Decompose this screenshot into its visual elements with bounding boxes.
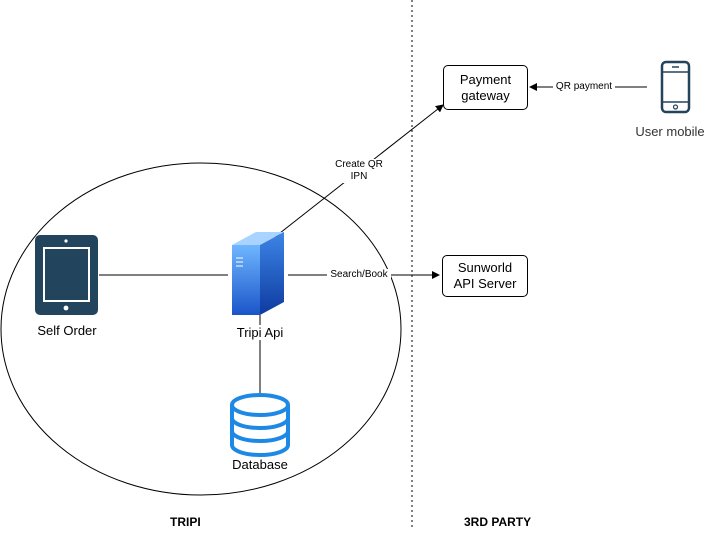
payment-gateway-label: Payment gateway — [459, 71, 512, 103]
sunworld-api-box[interactable]: Sunworld API Server — [442, 255, 528, 297]
tripi-boundary — [0, 162, 402, 496]
search-book-label: Search/Book — [327, 269, 391, 281]
self-order-label: Self Order — [37, 323, 97, 338]
database-icon — [230, 393, 290, 457]
payment-gateway-box[interactable]: Payment gateway — [443, 65, 528, 110]
create-qr-label: Create QR IPN — [327, 159, 391, 183]
section-tripi-label: TRIPI — [170, 515, 201, 529]
server-icon — [232, 232, 284, 315]
sunworld-api-label: Sunworld API Server — [453, 260, 517, 291]
section-third-party-label: 3RD PARTY — [464, 515, 532, 529]
qr-payment-label: QR payment — [553, 81, 615, 93]
database-label: Database — [232, 457, 288, 472]
tablet-icon — [35, 235, 98, 315]
tripi-api-label: Tripi Api — [215, 325, 305, 340]
mobile-phone-icon — [660, 60, 691, 114]
user-mobile-label: User mobile — [635, 124, 705, 139]
